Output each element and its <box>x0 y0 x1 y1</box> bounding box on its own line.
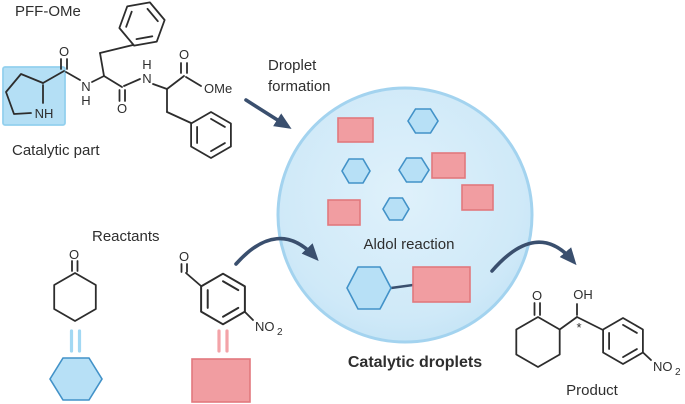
aldehyde-equivalence-symbol <box>217 329 229 353</box>
atom-label-h: H <box>81 93 90 108</box>
aldehyde-symbol-rectangle <box>431 152 466 179</box>
reactants-to-droplet-arrow <box>234 236 319 266</box>
cyclohexane-ring <box>53 272 97 322</box>
label-pff-ome: PFF-OMe <box>15 3 81 20</box>
complex-connector <box>390 283 414 290</box>
label-catalytic-part: Catalytic part <box>12 142 100 159</box>
label-catalytic-droplets: Catalytic droplets <box>348 354 482 371</box>
product-cyclohexanone-ring <box>515 316 561 368</box>
atom-label-o: O <box>179 47 189 62</box>
cyclohexanone-structure: O <box>53 247 97 322</box>
reactants-section: Reactants O O NO 2 <box>49 228 283 403</box>
atom-label-o: O <box>117 101 127 116</box>
atom-label-h: H <box>142 57 151 72</box>
product-section: O OH * NO 2 Product <box>515 287 681 399</box>
label-droplet-formation-line2: formation <box>268 78 331 95</box>
phenyl-ring-1 <box>114 0 170 54</box>
atom-label-n: N <box>142 71 151 86</box>
nitrobenzaldehyde-structure: O NO 2 <box>179 249 283 338</box>
catalytic-droplet: Aldol reaction <box>276 86 534 344</box>
atom-label-o: O <box>59 44 69 59</box>
atom-label-o: O <box>69 247 79 262</box>
ketone-symbol-hexagon <box>341 158 371 184</box>
peptide-bonds <box>5 0 232 159</box>
atom-label-no: NO <box>653 359 673 374</box>
pff-ome-structure: NH O N H O H N O OMe PFF-OMe Catalytic p… <box>2 0 232 159</box>
pyrrolidine-ring <box>5 73 44 115</box>
product-structure <box>515 302 652 368</box>
label-reactants: Reactants <box>92 228 160 245</box>
aldehyde-symbol-rectangle <box>412 266 471 303</box>
aldehyde-symbol-rectangle-legend <box>191 358 251 403</box>
atom-label-o: O <box>179 249 189 264</box>
aldehyde-symbol-rectangle <box>461 184 494 211</box>
atom-label-stereocenter: * <box>576 320 581 335</box>
label-product: Product <box>566 382 619 399</box>
atom-label-n: N <box>81 79 90 94</box>
ketone-symbol-hexagon <box>346 266 392 310</box>
atom-label-o: O <box>532 288 542 303</box>
droplet-to-product-arrow <box>490 240 577 273</box>
ketone-symbol-hexagon-legend <box>49 357 103 401</box>
ketone-symbol-hexagon <box>398 157 430 183</box>
atom-label-ome: OMe <box>204 81 232 96</box>
atom-label-no-subscript: 2 <box>675 367 681 378</box>
ketone-symbol-hexagon <box>407 108 439 134</box>
aldehyde-symbol-rectangle <box>327 199 361 226</box>
ketone-equivalence-symbol <box>69 329 82 353</box>
atom-label-nh: NH <box>35 106 54 121</box>
atom-label-no: NO <box>255 319 275 334</box>
benzaldehyde-ring <box>200 272 246 326</box>
label-droplet-formation-line1: Droplet <box>268 57 317 74</box>
aldol-product-complex <box>346 266 471 310</box>
droplet-formation-arrow <box>244 98 292 129</box>
label-aldol-reaction: Aldol reaction <box>364 236 455 253</box>
droplet-formation: Droplet formation <box>244 57 331 129</box>
proline-highlight-box <box>2 66 66 126</box>
atom-label-no-subscript: 2 <box>277 327 283 338</box>
product-nitrophenyl-ring <box>602 317 644 365</box>
phenyl-ring-2 <box>190 111 232 159</box>
ketone-symbol-hexagon <box>382 197 410 221</box>
aldehyde-symbol-rectangle <box>337 117 374 143</box>
atom-label-oh: OH <box>573 287 593 302</box>
